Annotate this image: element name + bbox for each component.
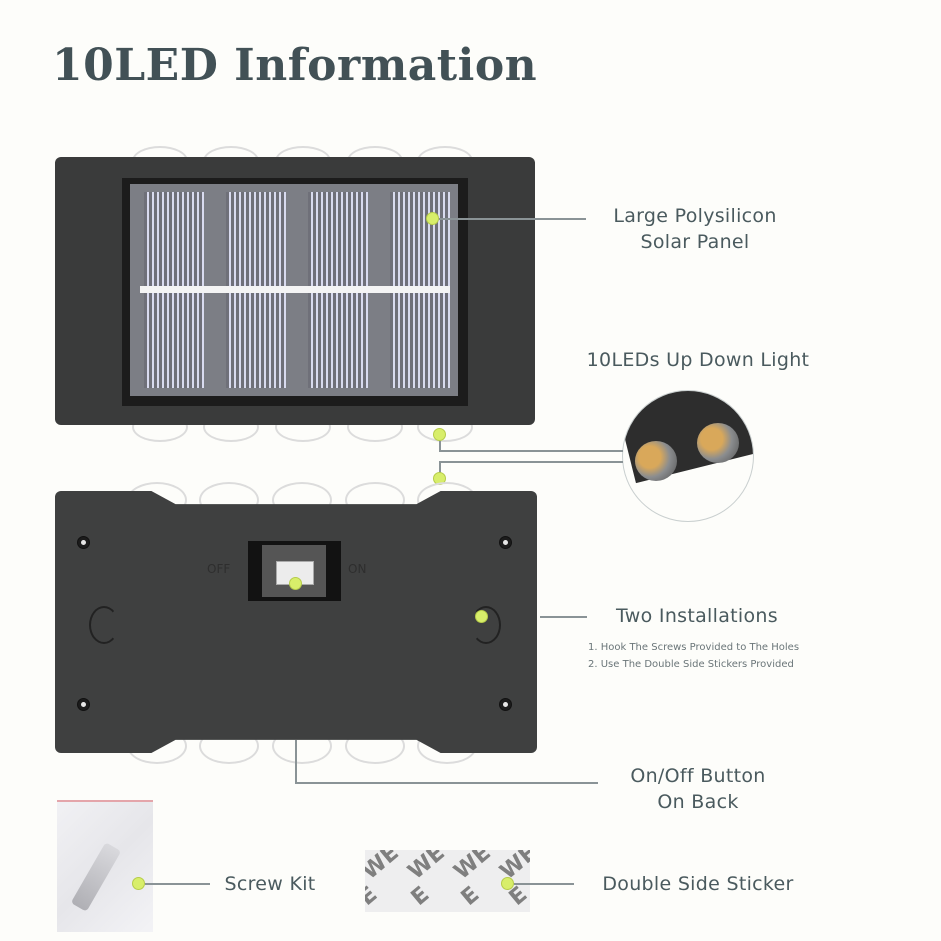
sticker-print: WE: [449, 850, 496, 885]
led-lens: [635, 441, 677, 481]
sticker-print: E: [456, 882, 485, 911]
power-switch[interactable]: [248, 541, 341, 601]
onoff-label: On/Off Button On Back: [598, 763, 798, 815]
device-front: [55, 146, 535, 442]
led-closeup: [622, 390, 754, 522]
sticker-print: E: [406, 882, 435, 911]
callout-dot: [475, 610, 488, 623]
sticker-print: WE: [365, 850, 404, 885]
sticker-print: E: [365, 882, 383, 911]
solar-panel-label: Large Polysilicon Solar Panel: [590, 203, 800, 255]
callout-line: [439, 218, 586, 220]
screw-icon: [499, 698, 512, 711]
solar-panel: [122, 178, 468, 406]
callout-dot: [501, 877, 514, 890]
callout-line: [145, 883, 210, 885]
step-1: 1. Hook The Screws Provided to The Holes: [588, 642, 800, 653]
screw-kit-bag: [57, 800, 153, 932]
step-2: 2. Use The Double Side Stickers Provided: [588, 659, 794, 670]
keyhole-left: [89, 606, 119, 644]
callout-line: [439, 461, 441, 473]
device-back: OFF ON: [55, 478, 539, 768]
device-body: [55, 491, 537, 753]
installations-label: Two Installations: [616, 605, 778, 627]
screw-kit-label: Screw Kit: [224, 873, 316, 895]
label-line: On/Off Button: [630, 765, 766, 787]
callout-dot: [426, 212, 439, 225]
screw-icon: [77, 698, 90, 711]
callout-line: [439, 450, 623, 452]
screw-icon: [77, 536, 90, 549]
page-title: 10LED Information: [52, 40, 538, 91]
callout-line: [514, 883, 574, 885]
callout-line: [439, 441, 441, 451]
label-line: On Back: [657, 791, 739, 813]
switch-off-label: OFF: [207, 562, 231, 576]
callout-dot: [433, 428, 446, 441]
sticker-print: WE: [403, 850, 450, 885]
callout-dot: [132, 877, 145, 890]
callout-line: [295, 782, 598, 784]
switch-toggle[interactable]: [276, 561, 314, 585]
sticker-label: Double Side Sticker: [602, 873, 794, 895]
led-lens: [697, 423, 739, 463]
callout-dot: [289, 577, 302, 590]
screw-icon: [499, 536, 512, 549]
leds-label: 10LEDs Up Down Light: [586, 349, 810, 371]
label-line: Solar Panel: [640, 231, 750, 253]
busbar: [140, 286, 450, 293]
callout-line: [540, 616, 587, 618]
callout-line: [439, 461, 623, 463]
installations-steps: 1. Hook The Screws Provided to The Holes…: [588, 639, 799, 673]
callout-line: [295, 740, 297, 783]
label-line: Large Polysilicon: [613, 205, 777, 227]
screw-in-bag: [70, 842, 122, 912]
switch-on-label: ON: [348, 562, 367, 576]
